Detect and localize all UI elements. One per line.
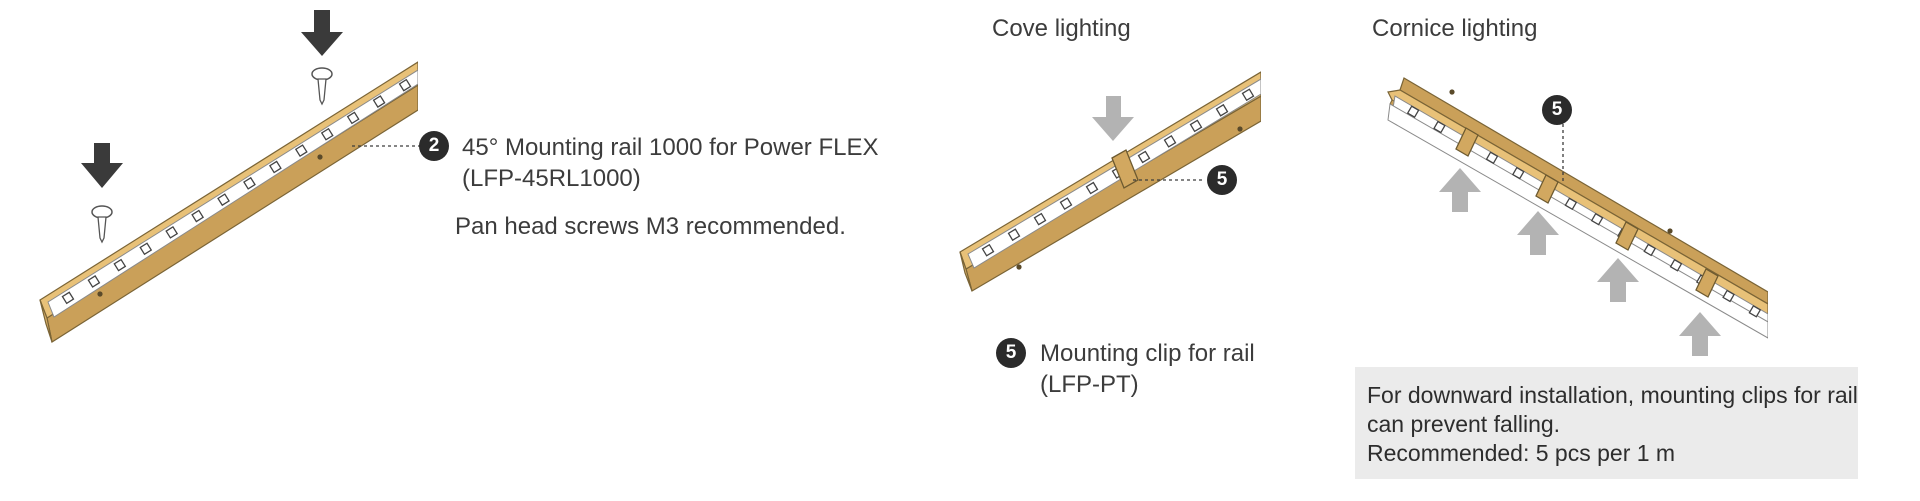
- led-chip: [1511, 166, 1525, 180]
- screw-arrow-right: [301, 10, 343, 56]
- led-chip: [320, 127, 334, 141]
- callout-badge-2: 2: [419, 131, 449, 161]
- led-chip: [1033, 212, 1047, 226]
- led-strip: [47, 69, 418, 318]
- up-arrow: [1439, 168, 1481, 212]
- cove-mounting-rail: [959, 71, 1261, 292]
- rail-end-profile: [39, 299, 53, 343]
- led-chip: [1059, 197, 1073, 210]
- up-arrow: [1517, 211, 1559, 255]
- led-chip: [139, 242, 153, 256]
- screw-arrow-left: [81, 143, 123, 188]
- led-chip: [61, 291, 75, 305]
- led-chip: [243, 176, 256, 190]
- screw-recommendation: Pan head screws M3 recommended.: [455, 213, 846, 240]
- led-chip: [1085, 181, 1099, 195]
- led-chip: [1643, 243, 1657, 257]
- led-chip: [113, 258, 127, 272]
- cove-down-arrow: [1092, 96, 1134, 141]
- mounting-clip: [1615, 221, 1639, 251]
- clip-legend-badge-5: 5: [996, 338, 1026, 368]
- cornice-mounting-rail: [1387, 77, 1768, 339]
- led-chip: [1564, 197, 1578, 211]
- led-chip: [1007, 228, 1021, 242]
- mounting-clips: [1455, 127, 1719, 298]
- left-mounting-rail: [39, 61, 418, 343]
- rail-product-code: (LFP-45RL1000): [462, 165, 641, 192]
- led-chip: [165, 225, 179, 239]
- mounting-clip: [1695, 268, 1719, 298]
- led-chip: [294, 144, 308, 158]
- clip-product-name: Mounting clip for rail: [1040, 340, 1255, 367]
- led-chip: [191, 209, 205, 223]
- clip-product-code: (LFP-PT): [1040, 371, 1139, 398]
- led-chip: [346, 111, 360, 125]
- led-chip: [1241, 88, 1255, 102]
- led-chip: [1137, 150, 1151, 164]
- led-chip: [1722, 289, 1735, 303]
- up-arrow: [1597, 258, 1639, 302]
- mounting-clip: [1535, 174, 1559, 204]
- mounting-clip: [1455, 127, 1479, 157]
- led-chip: [1189, 119, 1203, 133]
- up-arrow: [1679, 312, 1721, 356]
- led-chip: [372, 95, 386, 108]
- led-chip: [1590, 212, 1604, 226]
- screw-left: [91, 205, 113, 244]
- mounting-clip: [1111, 149, 1139, 189]
- rail-screw-hole: [317, 154, 323, 160]
- cornice-callout-badge-5: 5: [1542, 95, 1572, 125]
- led-chip: [1163, 135, 1177, 148]
- led-chip: [398, 78, 412, 92]
- note-line-1: For downward installation, mounting clip…: [1367, 382, 1858, 408]
- note-line-3: Recommended: 5 pcs per 1 m: [1367, 440, 1676, 466]
- led-chip: [268, 160, 282, 174]
- cornice-lighting-title: Cornice lighting: [1372, 15, 1538, 42]
- led-chip: [1669, 258, 1683, 272]
- cove-lighting-title: Cove lighting: [992, 15, 1131, 42]
- rail-product-name: 45° Mounting rail 1000 for Power FLEX: [462, 134, 879, 161]
- led-chips: [1406, 105, 1762, 318]
- led-chip: [1406, 105, 1420, 119]
- led-chip: [981, 243, 995, 257]
- led-chip: [1215, 103, 1229, 117]
- cove-callout-badge-5: 5: [1207, 165, 1237, 195]
- rail-screw-hole: [97, 291, 103, 297]
- installation-note-box: For downward installation, mounting clip…: [1355, 367, 1858, 479]
- screw-right: [311, 67, 333, 106]
- note-line-2: can prevent falling.: [1367, 411, 1561, 437]
- led-chip: [1485, 151, 1499, 165]
- led-chip: [87, 275, 101, 288]
- cornice-up-arrows: [1439, 168, 1721, 356]
- led-chip: [217, 193, 230, 207]
- led-chips: [61, 78, 412, 305]
- led-chip: [1433, 120, 1446, 134]
- led-chip: [1748, 304, 1762, 318]
